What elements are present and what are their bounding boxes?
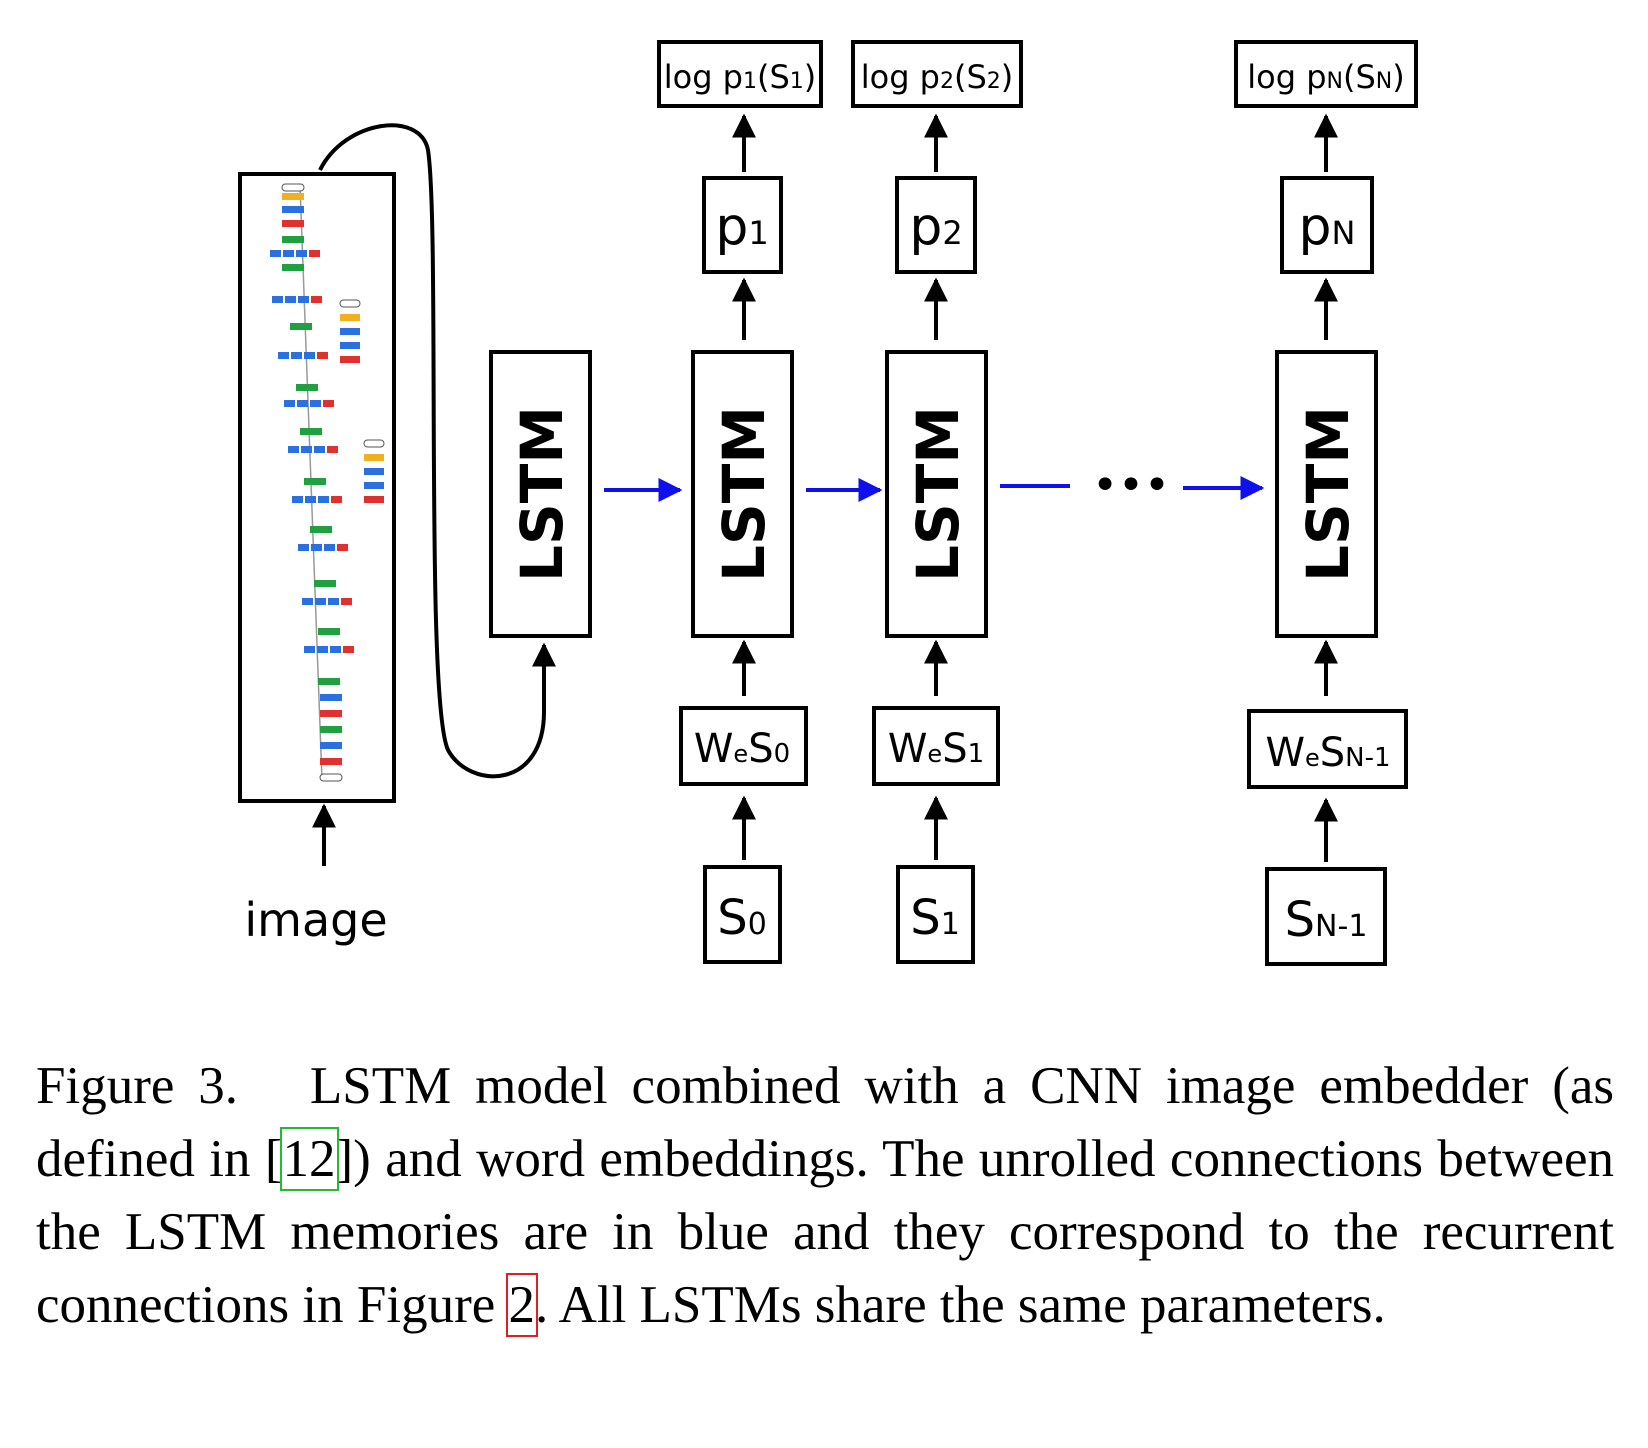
ellipsis: ••• xyxy=(1092,460,1170,511)
log-prob-label: log p2(S2) xyxy=(861,58,1014,96)
word-input-label: SN-1 xyxy=(1285,892,1368,948)
recurrent-connections: ••• xyxy=(604,460,1265,511)
word-input-label: S0 xyxy=(717,890,767,946)
caption-text: LSTM model combined with a CNN image emb… xyxy=(36,1057,1615,1188)
cnn-network-thumbnail xyxy=(270,183,385,782)
unrolled-step-1: log p1(S1) p1 LSTM WeS0 S0 xyxy=(657,40,823,964)
lstm-label: LSTM xyxy=(508,406,576,582)
caption-text: ]) and word embeddings. The unrolled con… xyxy=(36,1130,1614,1334)
lstm-diagram: image LSTM log p1(S1) p1 LSTM WeS0 S0 lo… xyxy=(238,40,1418,966)
citation-link[interactable]: 12 xyxy=(279,1127,339,1191)
caption-text: . All LSTMs share the same parameters. xyxy=(535,1276,1386,1334)
lstm-label: LSTM xyxy=(710,406,778,582)
log-prob-label: log pN(SN) xyxy=(1247,58,1404,96)
image-label: image xyxy=(244,893,387,947)
unrolled-step-n: log pN(SN) pN LSTM WeSN-1 SN-1 xyxy=(1234,40,1418,966)
figure-caption: Figure 3. LSTM model combined with a CNN… xyxy=(36,1050,1614,1342)
log-prob-label: log p1(S1) xyxy=(664,58,817,96)
unrolled-step-2: log p2(S2) p2 LSTM WeS1 S1 xyxy=(851,40,1023,964)
cnn-embedder xyxy=(238,172,396,803)
figure-label: Figure 3. xyxy=(36,1057,239,1115)
figure-link[interactable]: 2 xyxy=(505,1273,538,1337)
lstm-label: LSTM xyxy=(1294,406,1362,582)
prob-label: p2 xyxy=(909,197,962,257)
cnn-to-lstm-connector xyxy=(318,123,556,779)
lstm-label: LSTM xyxy=(904,406,972,582)
word-input-label: S1 xyxy=(910,890,960,946)
prob-label: p1 xyxy=(715,197,768,257)
word-embedding-label: WeS1 xyxy=(888,726,984,772)
word-embedding-label: WeS0 xyxy=(694,726,790,772)
lstm-initial: LSTM xyxy=(489,350,592,638)
word-embedding-label: WeSN-1 xyxy=(1265,730,1390,776)
prob-label: pN xyxy=(1299,197,1356,257)
